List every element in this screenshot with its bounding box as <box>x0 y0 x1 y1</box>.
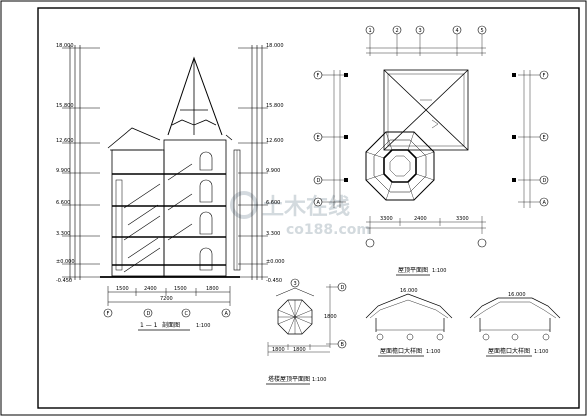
left-elev-label: 3.300 <box>56 231 70 237</box>
tower-axis-label: B <box>341 342 345 348</box>
gable-right-title: 屋面檐口大样图 <box>488 347 530 355</box>
left-axis-label: E <box>317 135 320 141</box>
grid-axis-label: D <box>147 311 151 317</box>
watermark: 土木在线 co188.com <box>230 191 371 238</box>
roof-dim: 3300 <box>456 216 469 222</box>
right-axis-label: F <box>543 73 546 79</box>
right-elevation-ruler: 18.000 15.800 12.600 9.900 6.600 3.300 ±… <box>238 43 285 284</box>
right-elev-label: 12.600 <box>266 138 284 144</box>
right-axis-label: D <box>543 178 547 184</box>
gable-detail-right: 16.000 屋面檐口大样图 1:100 <box>469 292 561 357</box>
inner-frame <box>37 7 580 409</box>
tower-detail-scale: 1:100 <box>312 377 326 383</box>
bay-dim: 1800 <box>206 286 219 292</box>
tower-detail-title: 塔楼屋顶平面图 <box>268 375 310 383</box>
section-scale: 1:100 <box>196 323 210 329</box>
octagon-tower <box>365 131 435 201</box>
left-elev-label: 18.000 <box>56 43 74 49</box>
section-title: 剖面图 <box>162 321 180 329</box>
section-drawing: 18.000 15.800 12.600 9.900 6.600 3.300 ±… <box>56 43 285 331</box>
right-elev-label: 3.300 <box>266 231 280 237</box>
left-elev-label: 6.600 <box>56 200 70 206</box>
left-elev-label: -0.450 <box>56 278 72 284</box>
right-elev-label: 18.000 <box>266 43 284 49</box>
right-axis-label: A <box>543 200 547 206</box>
tower-roof-detail: 3 D B 1800 1800 1800 塔楼屋顶平面图 1:100 <box>266 278 347 385</box>
left-elev-label: 9.900 <box>56 168 70 174</box>
bay-dim: 1500 <box>174 286 187 292</box>
roof-dim: 2400 <box>414 216 427 222</box>
right-elev-label: -0.450 <box>266 278 282 284</box>
right-elev-label: ±0.000 <box>266 259 285 265</box>
left-axis-label: D <box>317 178 321 184</box>
gable-detail-left: 16.000 屋面檐口大样图 1:100 <box>365 288 453 357</box>
bay-dim: 2400 <box>144 286 157 292</box>
right-elev-label: 9.900 <box>266 168 280 174</box>
grid-axis-label: A <box>225 311 229 317</box>
top-axis-label: 3 <box>419 28 422 34</box>
left-axis-label: F <box>317 73 320 79</box>
left-elevation-ruler: 18.000 15.800 12.600 9.900 6.600 3.300 ±… <box>56 43 100 284</box>
gable-left-title: 屋面檐口大样图 <box>380 347 422 355</box>
total-dim: 7200 <box>160 296 173 302</box>
building-section <box>100 56 241 278</box>
hip-roof <box>383 69 469 151</box>
section-title-prefix: 1 — 1 <box>140 322 158 329</box>
tower-dim: 1800 <box>324 314 337 320</box>
right-elev-label: 6.600 <box>266 200 280 206</box>
roof-plan-title: 屋顶平面图 <box>398 267 428 274</box>
grid-axis-label: C <box>185 311 189 317</box>
top-axis-label: 5 <box>481 28 484 34</box>
right-axis-label: E <box>543 135 546 141</box>
watermark-url: co188.com <box>286 222 371 238</box>
section-grid-bubbles <box>103 308 231 318</box>
left-elev-label: 15.800 <box>56 103 74 109</box>
gable-right-peak: 16.000 <box>508 292 526 298</box>
watermark-brand: 土木在线 <box>262 194 350 220</box>
roof-dim: 3300 <box>380 216 393 222</box>
gable-right-scale: 1:100 <box>534 349 548 355</box>
left-elev-label: ±0.000 <box>56 259 75 265</box>
right-elev-label: 15.800 <box>266 103 284 109</box>
tower-axis-label: D <box>341 285 345 291</box>
section-dimensions <box>107 286 231 306</box>
gable-left-peak: 16.000 <box>400 288 418 294</box>
grid-axis-label: F <box>107 311 110 317</box>
top-axis-label: 4 <box>456 28 459 34</box>
roof-plan-scale: 1:100 <box>432 268 446 274</box>
tower-dim: 1800 <box>272 347 285 353</box>
left-elev-label: 12.600 <box>56 138 74 144</box>
tower-axis-label: 3 <box>294 281 297 287</box>
roof-plan: 1 2 3 4 5 F E D A <box>313 25 549 276</box>
top-axis-label: 2 <box>396 28 399 34</box>
gable-left-scale: 1:100 <box>426 349 440 355</box>
top-axis-label: 1 <box>369 28 372 34</box>
left-axis-label: A <box>317 200 321 206</box>
tower-dim: 1800 <box>293 347 306 353</box>
bay-dim: 1500 <box>116 286 129 292</box>
